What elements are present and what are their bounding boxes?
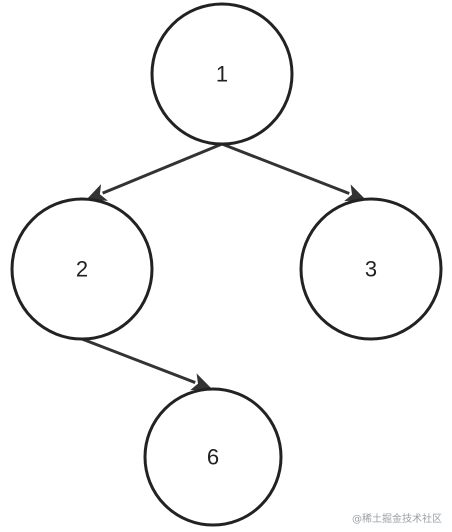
tree-node-3: 3 (299, 197, 443, 341)
tree-node-2: 2 (10, 197, 154, 341)
nodes-layer: 1 2 3 6 (10, 2, 443, 527)
node-label: 1 (216, 62, 228, 87)
tree-node-6: 6 (143, 387, 283, 527)
edge-n1-n2 (102, 142, 223, 195)
node-label: 3 (365, 257, 377, 282)
arrow-head-n1-n2 (86, 184, 108, 201)
node-circle (150, 2, 294, 146)
node-label: 6 (207, 445, 219, 470)
arrow-head-n2-n6 (190, 373, 212, 391)
node-circle (10, 197, 154, 341)
node-circle (299, 197, 443, 341)
watermark: @稀土掘金技术社区 (352, 514, 442, 525)
edge-n1-n3 (221, 142, 350, 195)
node-label: 2 (76, 257, 88, 282)
tree-node-1: 1 (150, 2, 294, 146)
edges-layer (81, 142, 366, 391)
edge-n2-n6 (81, 337, 196, 384)
node-circle (143, 387, 283, 527)
arrow-head-n1-n3 (344, 184, 366, 202)
